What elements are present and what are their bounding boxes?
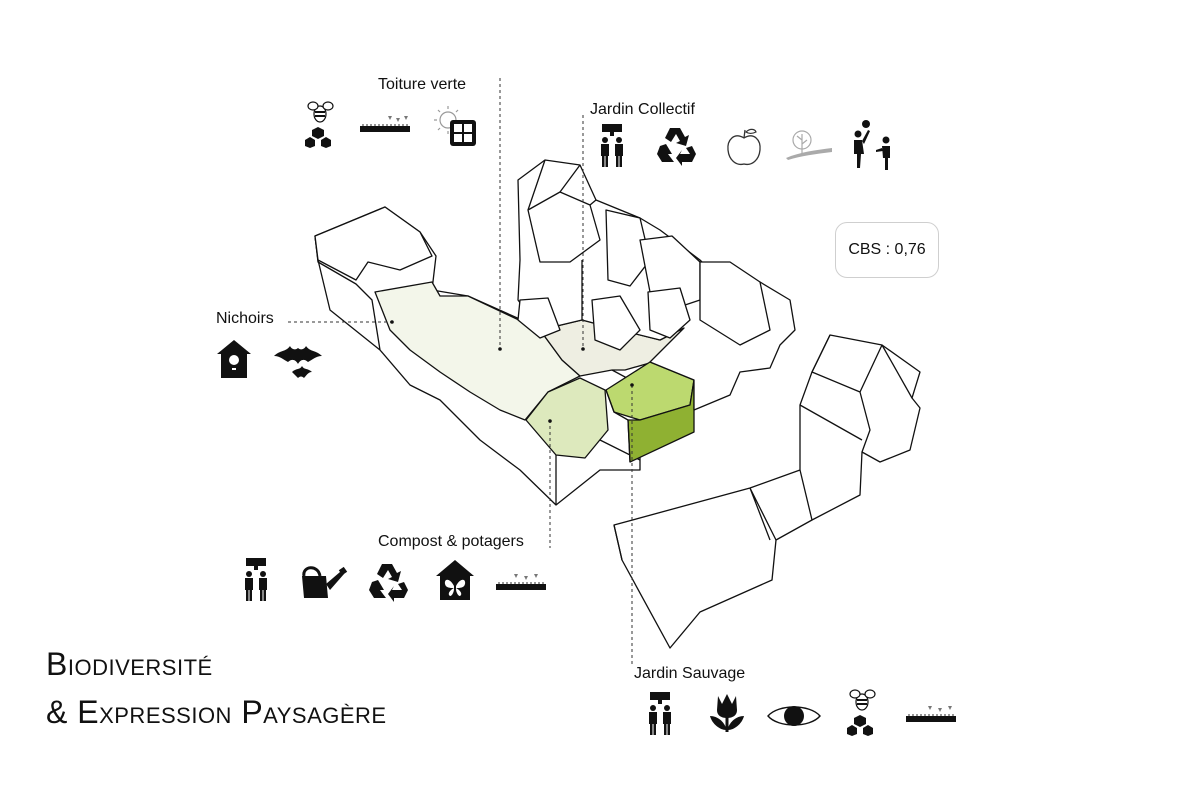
- title-line-1: Biodiversité: [46, 646, 213, 682]
- recycle-icon: [369, 564, 408, 602]
- compost-potagers-zone: [525, 377, 609, 459]
- bats-icon: [274, 346, 322, 378]
- watering-can-icon: [302, 566, 348, 598]
- toiture-verte-label: Toiture verte: [378, 76, 467, 93]
- left-tower: [314, 206, 433, 281]
- seedling-icon: [786, 130, 832, 160]
- solar-panel-icon: [434, 106, 476, 146]
- green-roof-section-icon: [906, 706, 956, 722]
- jardin-collectif-label: Jardin Collectif: [590, 101, 695, 118]
- tulip-icon: [710, 694, 744, 732]
- bee-hive-icon: [305, 101, 334, 148]
- bee-hive-icon: [847, 689, 876, 736]
- birdhouse-icon: [217, 340, 251, 378]
- apple-icon: [727, 128, 761, 166]
- butterfly-house-icon: [436, 560, 474, 600]
- eye-icon: [767, 706, 821, 726]
- community-people-icon: [649, 692, 671, 735]
- title-line-2: & Expression Paysagère: [46, 694, 387, 730]
- compost-potagers-label: Compost & potagers: [378, 533, 524, 550]
- people-playing-icon: [854, 120, 890, 170]
- cbs-badge: CBS : 0,76: [835, 222, 939, 278]
- jardin-sauvage-label: Jardin Sauvage: [634, 665, 746, 682]
- recycle-icon: [657, 128, 696, 166]
- green-roof-section-icon: [496, 574, 546, 590]
- nichoirs-label: Nichoirs: [216, 310, 274, 327]
- community-people-icon: [245, 558, 267, 601]
- green-roof-section-icon: [360, 116, 410, 132]
- right-building: [613, 334, 921, 649]
- page-title: Biodiversité & Expression Paysagère: [46, 640, 387, 736]
- community-people-icon: [601, 124, 623, 167]
